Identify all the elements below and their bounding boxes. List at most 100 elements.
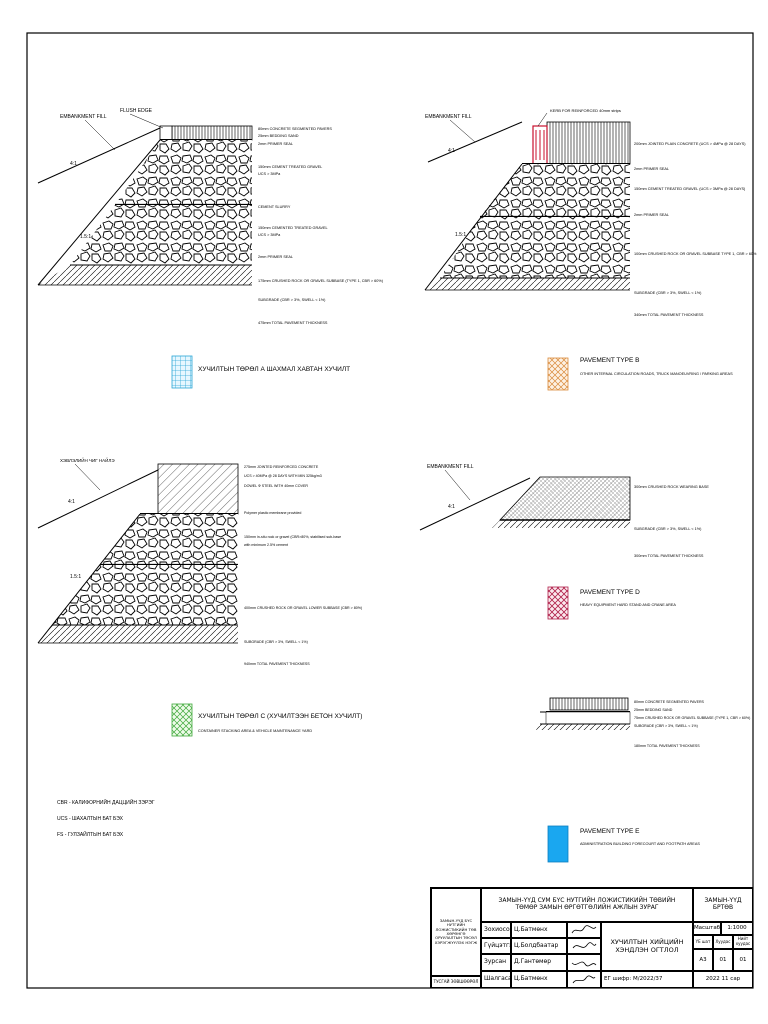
legend-b-title: PAVEMENT TYPE B: [580, 357, 639, 364]
a-layer: 2mm PRIMER SEAL: [258, 142, 293, 146]
a-layer: SUBGRADE (CBR > 3%, SWELL < 1%): [258, 298, 326, 302]
d-layer: 300mm CRUSHED ROCK WEARING BASE: [634, 485, 709, 489]
c-layer-notes: 275mm JOINTED REINFORCED CONCRETE UCS > …: [244, 465, 362, 666]
role-cell: Зурсан: [481, 954, 511, 971]
legend-d: PAVEMENT TYPE D HEAVY EQUIPMENT HARD STA…: [547, 586, 676, 620]
c-layer: 150mm in-situ rock or gravel (CBR>80%, s…: [244, 535, 341, 539]
signature-mark: [571, 961, 597, 966]
name-cell: Ц.Болдбаатар: [511, 938, 567, 954]
scale-label: Масштаб: [693, 922, 721, 935]
drawing-title-line2: ХЭНДЛЭН ОГТЛОЛ: [615, 945, 679, 954]
c-layer: 940mm TOTAL PAVEMENT THICKNESS: [244, 662, 310, 666]
company-line1: ЗАМЫН-ҮҮД: [704, 897, 742, 905]
signature-mark: [572, 974, 596, 983]
sheet-value: А3: [693, 949, 713, 971]
section-d: EMBANKMENT FILL 4:1 300mm CRUSHED ROCK W…: [419, 464, 709, 558]
b-layer: 340mm TOTAL PAVEMENT THICKNESS: [634, 313, 704, 317]
e-layer-notes: 80mm CONCRETE SEGMENTED PAVERS 25mm BEDD…: [634, 700, 750, 748]
signature-cell: [567, 971, 601, 988]
section-a: EMBANKMENT FILL FLUSH EDGE 4:1 1.5:1 80m…: [37, 108, 384, 325]
legend-e-swatch: [547, 825, 569, 863]
label-a-fill: EMBANKMENT FILL: [60, 114, 107, 120]
legend-c-title: ХУЧИЛТЫН ТӨРӨЛ С (ХУЧИЛТЭЭН БЕТОН ХУЧИЛТ…: [198, 713, 362, 720]
a-layer: 80mm CONCRETE SEGMENTED PAVERS: [258, 127, 332, 131]
label-d-fill: EMBANKMENT FILL: [427, 464, 474, 470]
signature-mark: [572, 942, 597, 949]
b-layer-notes: 200mm JOINTED PLAIN CONCRETE (UCS > 4MPa…: [634, 142, 757, 317]
name-cell: Ц.Батмөнх: [511, 971, 567, 988]
label-a-slope1: 4:1: [70, 161, 77, 167]
sheet-header: ҮЕ шат: [693, 935, 713, 949]
b-layer: 2mm PRIMER SEAL: [634, 167, 669, 171]
a-layer: 25mm BEDDING SAND: [258, 134, 299, 138]
note-line: FS - ГУЛЗАЙЛТЫН БАТ БЭХ: [57, 830, 124, 838]
b-layer: 100mm CRUSHED ROCK OR GRAVEL SUBBASE TYP…: [634, 252, 757, 256]
project-line1: ЗАМЫН-ҮҮД СУМ БҮС НУТГИЙН ЛОЖИСТИКИЙН ТӨ…: [498, 897, 676, 905]
sheet-frame: [26, 32, 754, 989]
sheet-value: 01: [713, 949, 733, 971]
drawing-date: 2022 11 сар: [693, 971, 753, 988]
license-label: ТУСГАЙ ЗӨВШӨӨРӨЛ: [431, 976, 481, 988]
role-cell: Гүйцэтгэсэн: [481, 938, 511, 954]
legend-c-swatch: [171, 703, 193, 737]
legend-d-title: PAVEMENT TYPE D: [580, 589, 640, 596]
e-layer: SUBGRADE (CBR > 3%, SWELL < 1%): [634, 724, 698, 728]
sheet-header: Хуудас: [713, 935, 733, 949]
role-cell: Зохиосон: [481, 922, 511, 938]
section-e: 80mm CONCRETE SEGMENTED PAVERS 25mm BEDD…: [536, 697, 750, 748]
c-layer: 400mm CRUSHED ROCK OR GRAVEL LOWER SUBBA…: [244, 606, 362, 610]
a-layer: 150mm CEMENT TREATED GRAVEL: [258, 165, 322, 169]
project-title: ЗАМЫН-ҮҮД СУМ БҮС НУТГИЙН ЛОЖИСТИКИЙН ТӨ…: [481, 888, 693, 922]
company-line2: БРТӨВ: [712, 904, 734, 911]
label-d-slope1: 4:1: [448, 504, 455, 510]
legend-a-swatch: [171, 355, 193, 389]
legend-d-swatch: [547, 586, 569, 620]
b-layer: 2mm PRIMER SEAL: [634, 213, 669, 217]
signature-mark: [571, 925, 597, 934]
legend-b-swatch: [547, 357, 569, 391]
legend-a-title: ХУЧИЛТЫН ТӨРӨЛ А ШАХМАЛ ХАВТАН ХУЧИЛТ: [198, 366, 350, 373]
c-layer: DOWEL Ф STEEL WITH 40mm COVER: [244, 484, 308, 488]
drawing-title-line1: ХУЧИЛТЫН ХИЙЦИЙН: [610, 938, 684, 947]
d-layer: 300mm TOTAL PAVEMENT THICKNESS: [634, 554, 704, 558]
legend-b-subtitle: OTHER INTERNAL CIRCULATION ROADS, TRUCK …: [580, 372, 733, 376]
e-layer: 80mm CONCRETE SEGMENTED PAVERS: [634, 700, 705, 704]
e-layer: 25mm BEDDING SAND: [634, 708, 673, 712]
legend-d-subtitle: HEAVY EQUIPMENT HARD STAND AND CRANE ARE…: [580, 603, 676, 607]
label-b-slope2: 1.5:1: [455, 232, 466, 238]
label-c-fill: ХЭВЛЭЛИЙН ЧИГ НАЙЛЭ: [60, 456, 115, 463]
drawing-title: ХУЧИЛТЫН ХИЙЦИЙН ХЭНДЛЭН ОГТЛОЛ: [601, 922, 693, 971]
section-b: EMBANKMENT FILL KERB FOR REINFORCED 40mm…: [424, 108, 757, 317]
a-layer: 2mm PRIMER SEAL: [258, 255, 293, 259]
a-layer: 175mm CRUSHED ROCK OR GRAVEL SUBBASE (TY…: [258, 279, 384, 283]
sheet-value: 01: [733, 949, 753, 971]
label-b-kerb: KERB FOR REINFORCED 40mm strips: [550, 108, 621, 113]
label-a-slope2: 1.5:1: [80, 234, 91, 240]
label-b-fill: EMBANKMENT FILL: [425, 114, 472, 120]
name-cell: Д.Гантөмөр: [511, 954, 567, 971]
legend-e-title: PAVEMENT TYPE E: [580, 828, 640, 835]
label-b-slope1: 4:1: [448, 148, 455, 154]
scale-value: 1:1000: [721, 922, 753, 935]
section-c: ХЭВЛЭЛИЙН ЧИГ НАЙЛЭ 4:1 1.5:1 275mm JOIN…: [37, 456, 362, 666]
company-title: ЗАМЫН-ҮҮД БРТӨВ: [693, 888, 753, 922]
c-layer: 275mm JOINTED REINFORCED CONCRETE: [244, 465, 319, 469]
legend-c: ХУЧИЛТЫН ТӨРӨЛ С (ХУЧИЛТЭЭН БЕТОН ХУЧИЛТ…: [171, 703, 362, 737]
label-c-slope1: 4:1: [68, 499, 75, 505]
note-line: UCS - ШАХАЛТЫН БАТ БЭХ: [57, 816, 124, 822]
d-layer-notes: 300mm CRUSHED ROCK WEARING BASE SUBGRADE…: [634, 485, 709, 558]
project-line2: ТӨМӨР ЗАМЫН ӨРГӨТГӨЛИЙН АЖЛЫН ЗУРАГ: [515, 904, 659, 911]
legend-b: PAVEMENT TYPE B OTHER INTERNAL CIRCULATI…: [547, 357, 733, 391]
legend-c-subtitle: CONTAINER STACKING AREA & VEHICLE MAINTE…: [198, 729, 312, 733]
b-layer: 150mm CEMENT TREATED GRAVEL (UCS > 3MPa …: [634, 187, 746, 191]
drawing-code: ЕГ шифр: М/2022/37: [601, 971, 693, 988]
a-layer: CEMENT SLURRY: [258, 205, 291, 209]
name-cell: Ц.Батмөнх: [511, 922, 567, 938]
abbreviation-notes: CBR - КАЛИФОРНИЙН ДАЦЦИЙН ЗЭРЭГ UCS - ША…: [57, 798, 155, 838]
client-note: ЗАМЫН-ҮҮД БҮС НУТГИЙН ЛОЖИСТИКИЙН ТӨВ ХӨ…: [431, 888, 481, 976]
label-c-slope2: 1.5:1: [70, 574, 81, 580]
b-layer: 200mm JOINTED PLAIN CONCRETE (UCS > 4MPa…: [634, 142, 746, 146]
legend-e: PAVEMENT TYPE E ADMINISTRATION BUILDING …: [547, 825, 700, 863]
a-layer-notes: 80mm CONCRETE SEGMENTED PAVERS 25mm BEDD…: [258, 127, 384, 325]
note-line: CBR - КАЛИФОРНИЙН ДАЦЦИЙН ЗЭРЭГ: [57, 798, 155, 806]
